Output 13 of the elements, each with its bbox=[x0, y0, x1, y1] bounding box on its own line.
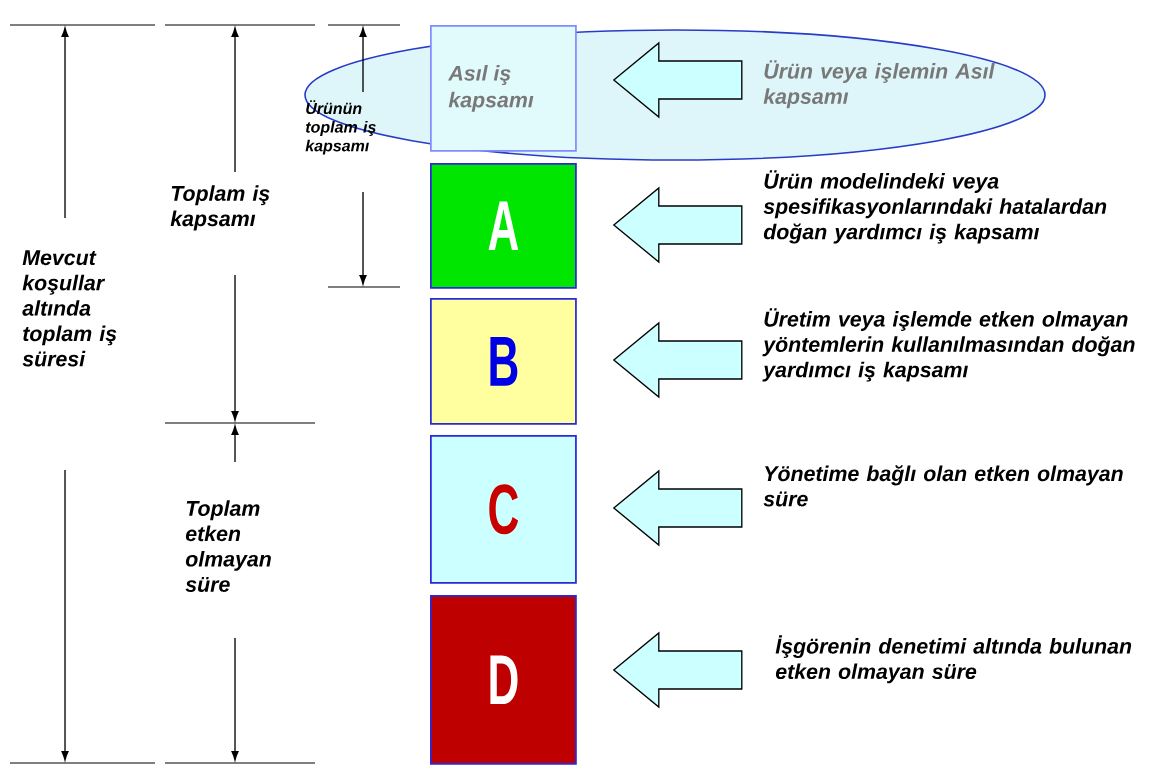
description-text: İşgörenin denetimi altında bulunan etken olmayan süre bbox=[775, 635, 1132, 684]
dimension-label: Toplam iş kapsamı bbox=[170, 185, 270, 231]
dimension-label: Mevcut koşullar altında toplam iş süresi bbox=[22, 250, 117, 367]
category-box: D bbox=[430, 595, 577, 765]
scope-box: Asıl iş kapsamı bbox=[430, 25, 577, 152]
description-text: Ürün modelindeki veya spesifikasyonlarındaki hatalardan doğan yardımcı iş kapsamı bbox=[763, 170, 1107, 244]
category-box: B bbox=[430, 298, 577, 425]
description-text: Ürün veya işlemin Asıl kapsamı bbox=[763, 60, 995, 109]
description-text: Yönetime bağlı olan etken olmayan süre bbox=[763, 465, 1123, 507]
category-box: C bbox=[430, 435, 577, 584]
category-box: A bbox=[430, 163, 577, 289]
dimension-label: Toplam etken olmayan süre bbox=[185, 500, 271, 592]
description-text: Üretim veya işlemde etken olmayan yöntemlerin kullanılmasından doğan yardımcı iş kapsamı bbox=[762, 308, 1135, 382]
